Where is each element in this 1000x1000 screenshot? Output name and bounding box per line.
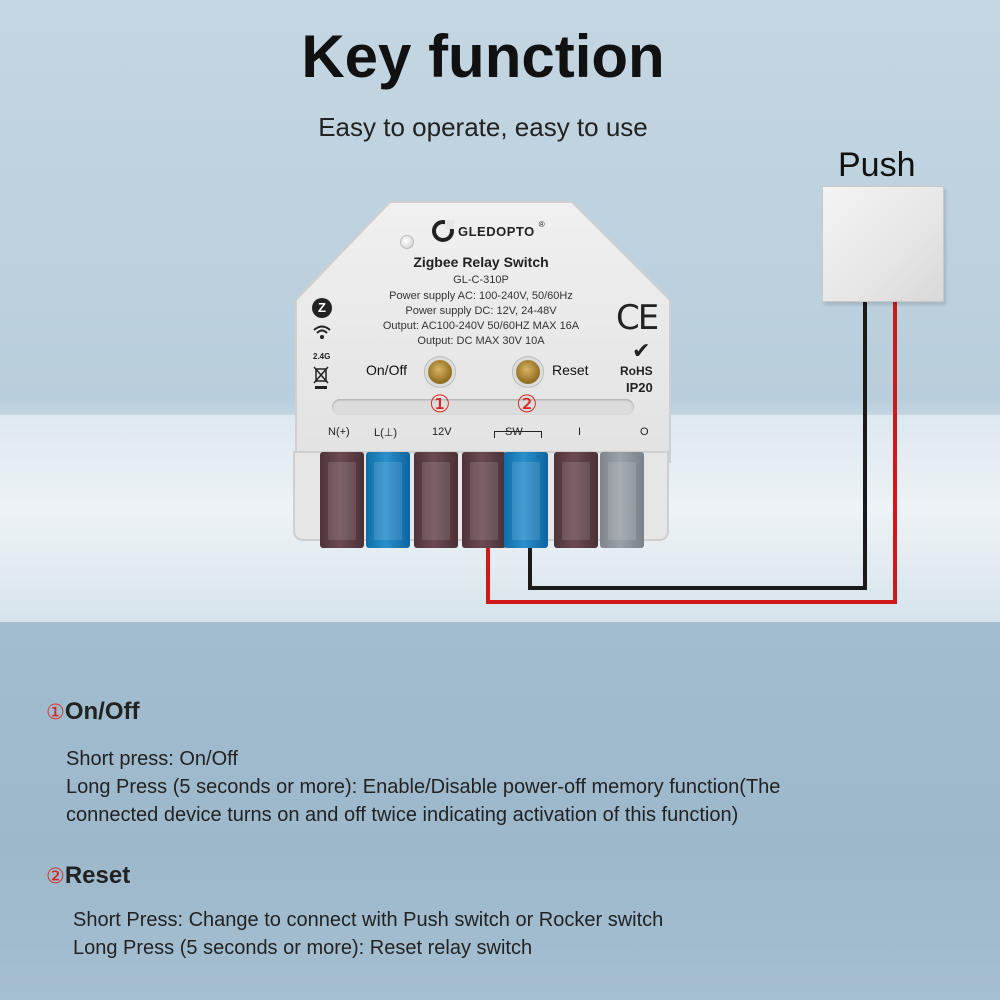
terminal-label-o: O xyxy=(640,426,649,438)
ip-rating: IP20 xyxy=(626,380,653,395)
reset-button[interactable] xyxy=(516,360,540,384)
red-wire xyxy=(486,300,897,604)
page-subtitle: Easy to operate, easy to use xyxy=(318,112,648,142)
spec-line: Output: AC100-240V 50/60HZ MAX 16A xyxy=(382,320,580,332)
onoff-button-label: On/Off xyxy=(366,362,407,378)
page-title: Key function xyxy=(301,23,665,90)
terminal-lever[interactable] xyxy=(414,452,458,548)
sw-bracket xyxy=(494,431,542,438)
terminal-label-sw: SW xyxy=(505,426,523,438)
wifi-band-label: 2.4G xyxy=(313,352,331,361)
section-line: Long Press (5 seconds or more): Enable/D… xyxy=(66,776,781,798)
terminal-lever[interactable] xyxy=(554,452,598,548)
background-lower-panel xyxy=(0,622,1000,1000)
terminal-label-n: N(+) xyxy=(328,426,350,438)
section-line: Short Press: Change to connect with Push… xyxy=(73,909,664,931)
section-number: ② xyxy=(46,864,65,888)
zigbee-icon: Z xyxy=(312,298,332,318)
wifi-icon xyxy=(312,324,332,345)
terminal-release-slot xyxy=(332,399,634,415)
section-title: On/Off xyxy=(64,698,140,725)
section-heading-onoff: ①On/Off xyxy=(46,698,139,726)
terminal-lever[interactable] xyxy=(504,452,548,548)
rohs-check-icon: ✔ xyxy=(632,338,651,363)
terminal-lever[interactable] xyxy=(462,452,506,548)
terminal-label-l: L(⊥) xyxy=(374,427,398,439)
reset-number-marker: ② xyxy=(516,390,538,418)
brand-logo: GLEDOPTO ® xyxy=(432,220,545,242)
section-line: connected device turns on and off twice … xyxy=(66,804,739,826)
terminal-lever[interactable] xyxy=(600,452,644,548)
terminal-lever[interactable] xyxy=(366,452,410,548)
terminal-label-12v: 12V xyxy=(432,426,452,438)
section-title: Reset xyxy=(64,862,131,889)
terminal-label-i: I xyxy=(578,426,582,438)
rohs-label: RoHS xyxy=(620,364,653,378)
spec-line: Output: DC MAX 30V 10A xyxy=(417,335,545,347)
push-switch xyxy=(822,186,944,302)
gledopto-logo-icon xyxy=(432,220,454,242)
push-switch-label: Push xyxy=(838,146,916,184)
relay-switch-device: GLEDOPTO ® Zigbee Relay Switch GL-C-310P… xyxy=(290,200,672,548)
product-name: Zigbee Relay Switch xyxy=(413,254,549,270)
registered-mark: ® xyxy=(538,219,545,229)
black-wire xyxy=(528,300,867,590)
section-number: ① xyxy=(46,700,65,724)
onoff-button[interactable] xyxy=(428,360,452,384)
reset-button-label: Reset xyxy=(552,362,589,378)
ce-mark: CE xyxy=(616,298,659,338)
spec-line: Power supply DC: 12V, 24-48V xyxy=(405,305,557,317)
onoff-number-marker: ① xyxy=(429,390,451,418)
terminal-lever[interactable] xyxy=(320,452,364,548)
section-line: Short press: On/Off xyxy=(66,748,238,770)
section-line: Long Press (5 seconds or more): Reset re… xyxy=(73,937,533,959)
section-heading-reset: ②Reset xyxy=(46,862,130,890)
status-led xyxy=(400,235,414,249)
spec-line: Power supply AC: 100-240V, 50/60Hz xyxy=(389,290,573,302)
weee-bin-icon xyxy=(313,366,329,394)
model-number: GL-C-310P xyxy=(453,274,509,286)
brand-name: GLEDOPTO xyxy=(458,223,535,239)
